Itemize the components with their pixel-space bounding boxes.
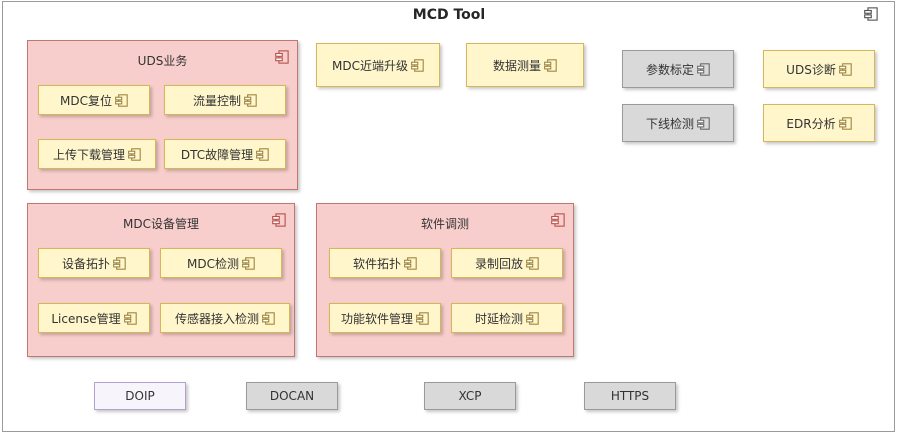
component-icon [551,213,565,227]
component-mdc-detection[interactable]: MDC检测 [160,248,282,278]
component-icon [262,312,275,325]
component-icon [128,148,141,161]
component-label: EDR分析 [786,116,836,131]
component-label: 流量控制 [192,93,241,108]
protocol-label: DOIP [125,389,155,403]
component-label: 设备拓扑 [61,256,110,271]
component-label: 参数标定 [645,62,694,77]
component-label: 功能软件管理 [340,311,413,326]
component-label: 数据测量 [492,58,541,73]
protocol-https[interactable]: HTTPS [584,382,676,410]
protocol-label: XCP [458,389,482,403]
group-title: 软件调测 [420,217,469,231]
component-upload-download-management[interactable]: 上传下载管理 [38,139,156,169]
component-icon [544,59,557,72]
group-title: UDS业务 [137,54,188,68]
component-record-replay[interactable]: 录制回放 [451,248,563,278]
component-label: 时延检测 [474,311,523,326]
component-icon [115,94,128,107]
component-device-topology[interactable]: 设备拓扑 [38,248,150,278]
group-title: MDC设备管理 [123,217,199,231]
component-icon [526,257,539,270]
component-icon [404,257,417,270]
component-software-topology[interactable]: 软件拓扑 [329,248,441,278]
component-icon [113,257,126,270]
component-label: DTC故障管理 [180,147,254,162]
component-sensor-access-detection[interactable]: 传感器接入检测 [160,303,290,333]
component-label: UDS诊断 [786,62,836,77]
component-icon [411,59,424,72]
component-icon [416,312,429,325]
component-label: MDC近端升级 [332,58,408,73]
protocol-doip[interactable]: DOIP [94,382,186,410]
group-mdc-device-management[interactable]: MDC设备管理 设备拓扑 MDC检测 License管理 传感器接入检测 [27,203,295,357]
component-data-measurement[interactable]: 数据测量 [466,43,584,87]
component-label: 下线检测 [645,116,694,131]
component-parameter-calibration[interactable]: 参数标定 [622,50,734,88]
component-icon [697,117,710,130]
component-flow-control[interactable]: 流量控制 [164,85,286,115]
component-label: 上传下载管理 [52,147,125,162]
component-label: 录制回放 [474,256,523,271]
component-label: 软件拓扑 [352,256,401,271]
component-latency-detection[interactable]: 时延检测 [451,303,563,333]
component-mdc-near-end-upgrade[interactable]: MDC近端升级 [316,43,440,87]
component-icon [526,312,539,325]
component-label: License管理 [51,311,121,326]
component-icon [839,117,852,130]
component-offline-detection[interactable]: 下线检测 [622,104,734,142]
component-license-management[interactable]: License管理 [38,303,150,333]
protocol-label: HTTPS [610,389,650,403]
component-icon [244,94,257,107]
protocol-docan[interactable]: DOCAN [246,382,338,410]
component-mdc-reset[interactable]: MDC复位 [38,85,150,115]
component-icon [256,148,269,161]
component-label: MDC复位 [60,93,112,108]
component-icon [839,63,852,76]
component-icon [272,213,286,227]
protocol-xcp[interactable]: XCP [424,382,516,410]
component-label: MDC检测 [187,256,239,271]
group-uds-services[interactable]: UDS业务 MDC复位 流量控制 上传下载管理 DTC故障管理 [27,40,298,190]
component-uds-diagnosis[interactable]: UDS诊断 [763,50,875,88]
component-label: 传感器接入检测 [174,311,259,326]
component-icon [124,312,137,325]
component-icon [275,50,289,64]
component-edr-analysis[interactable]: EDR分析 [763,104,875,142]
component-icon [864,7,878,21]
diagram-title: MCD Tool [412,7,486,23]
protocol-label: DOCAN [269,389,315,403]
component-icon [697,63,710,76]
component-icon [242,257,255,270]
component-dtc-fault-management[interactable]: DTC故障管理 [164,139,286,169]
group-software-debugging[interactable]: 软件调测 软件拓扑 录制回放 功能软件管理 时延检测 [316,203,574,357]
component-function-software-management[interactable]: 功能软件管理 [329,303,441,333]
